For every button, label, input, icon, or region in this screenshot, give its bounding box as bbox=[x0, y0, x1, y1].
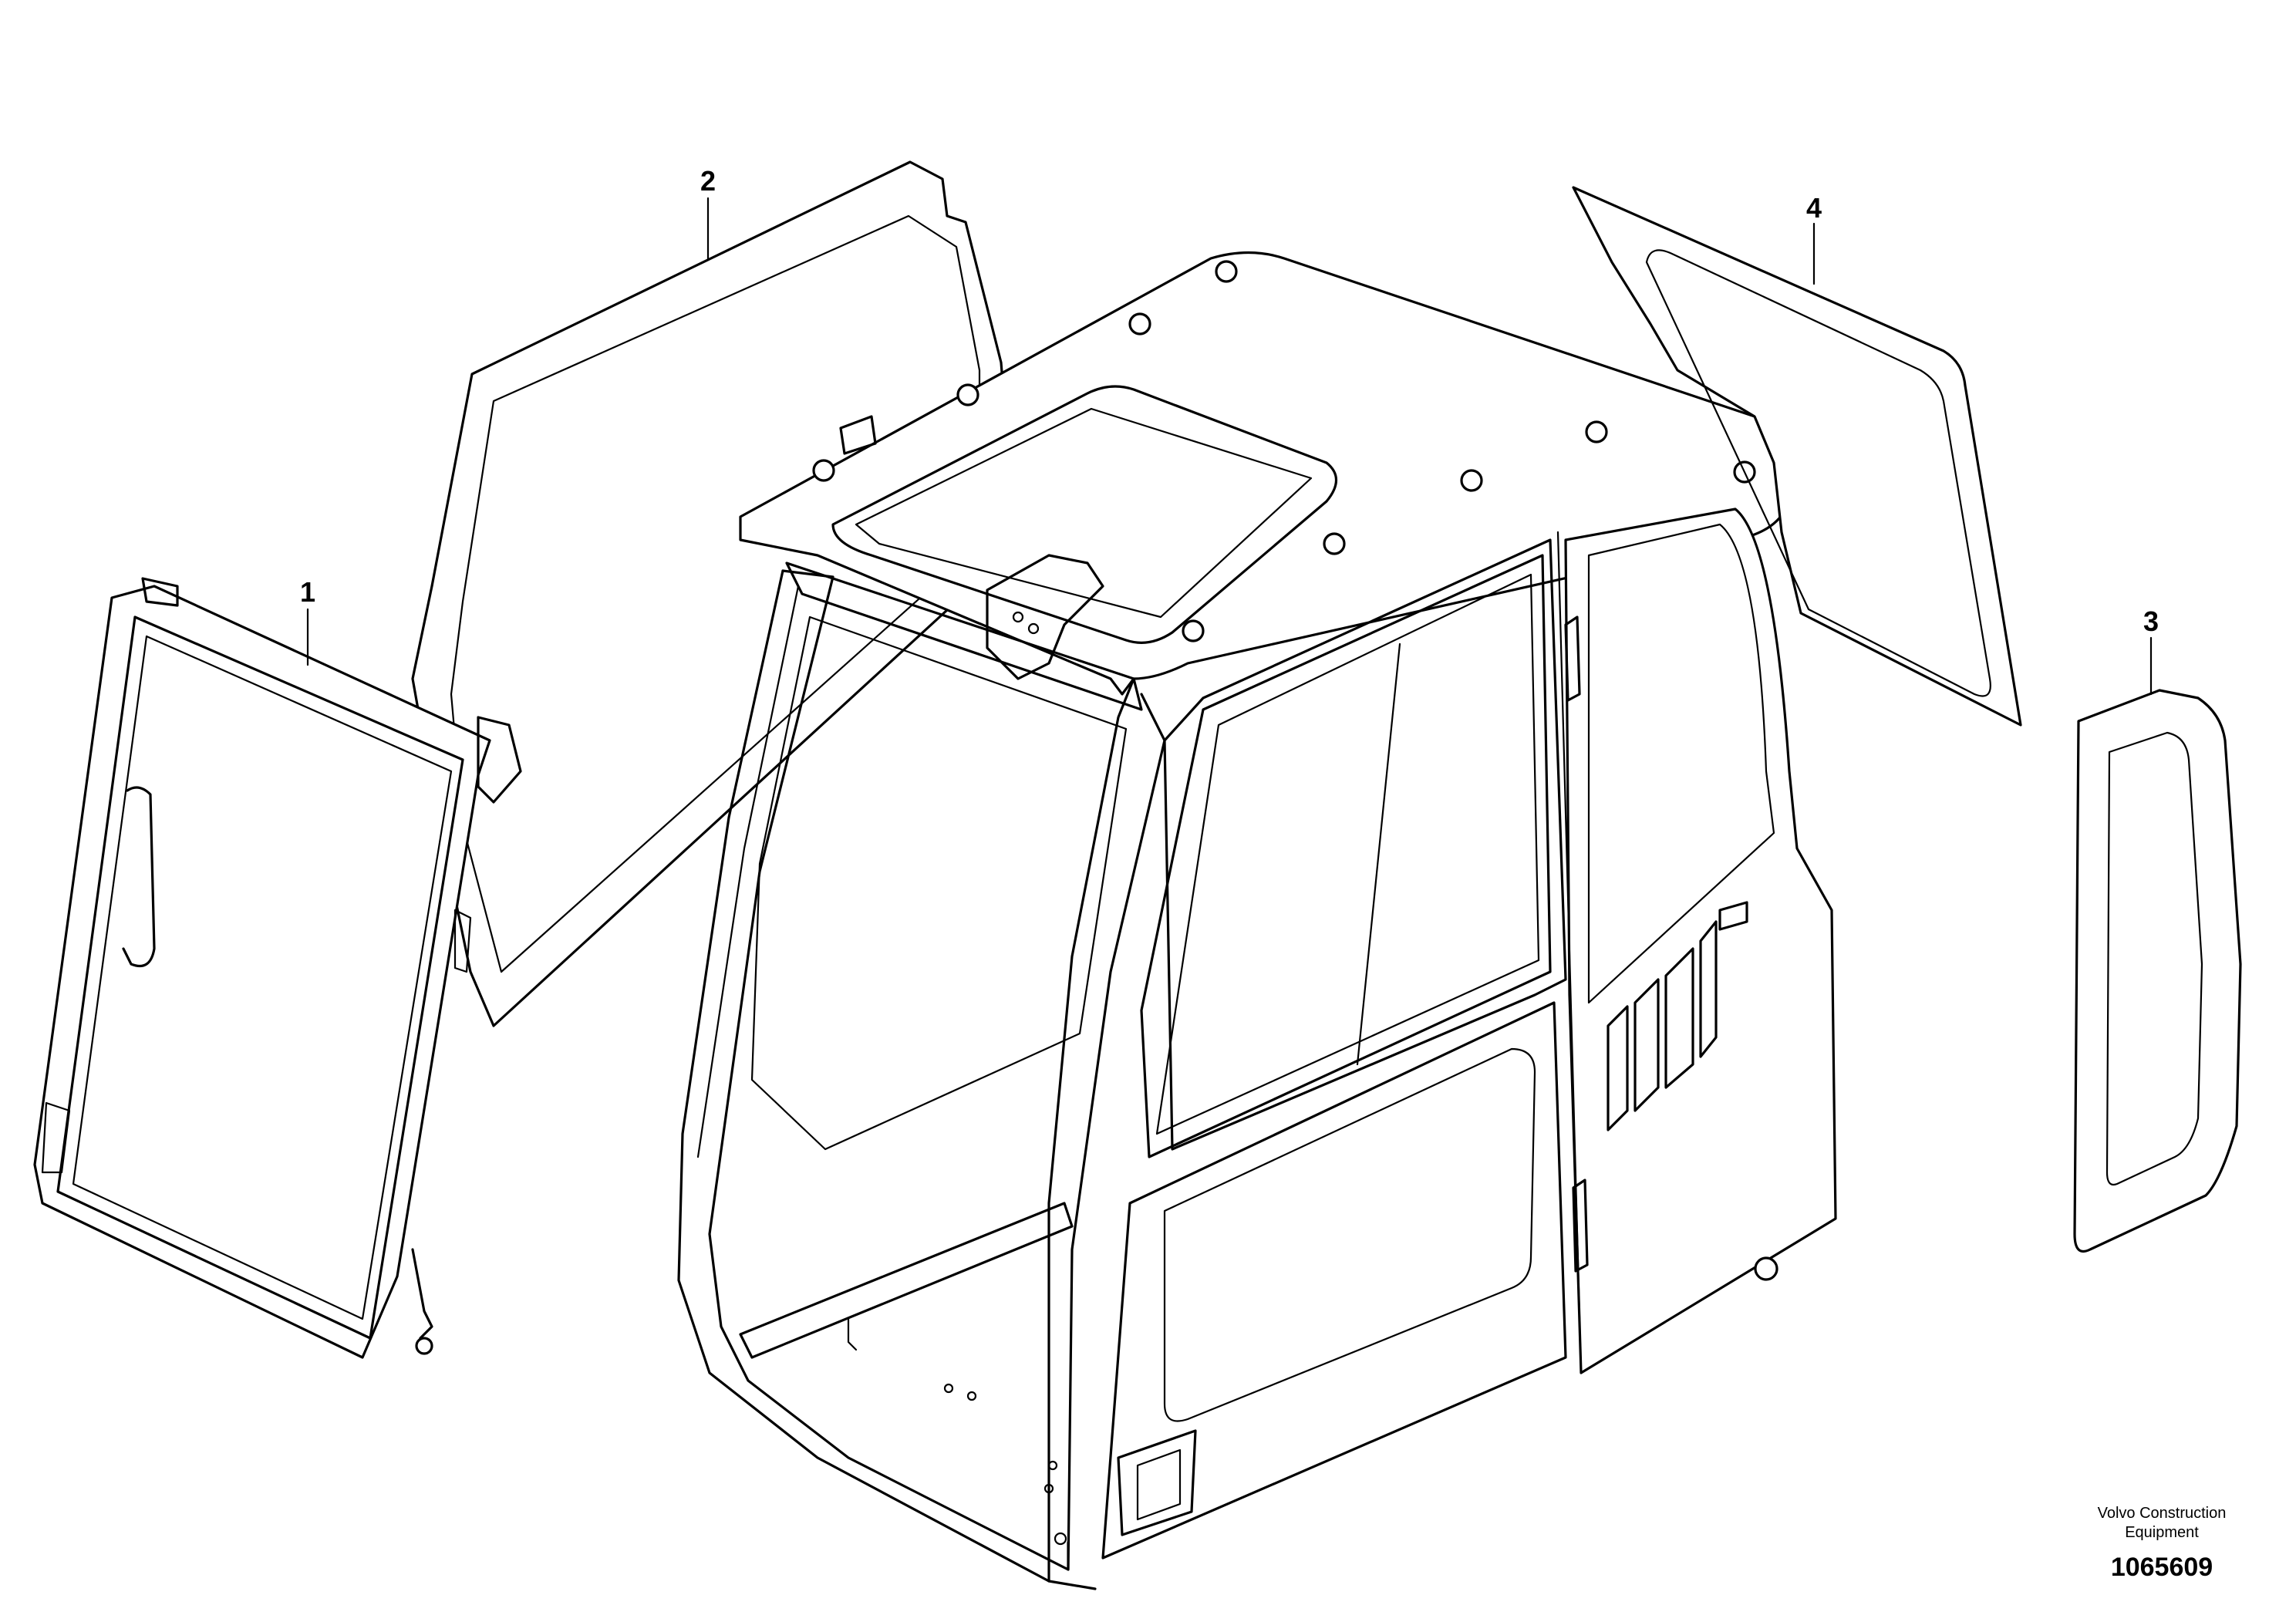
side-vents bbox=[1607, 920, 1718, 1131]
callout-3: 3 bbox=[2143, 605, 2159, 637]
caption-company-line1: Volvo Construction bbox=[2098, 1505, 2227, 1522]
leader-lines bbox=[306, 197, 2153, 696]
part-4-side-glass bbox=[1572, 186, 2022, 727]
caption-company-line2: Equipment bbox=[2125, 1524, 2199, 1541]
part-3-quarter-glass bbox=[2073, 689, 2242, 1253]
callout-4: 4 bbox=[1806, 192, 1822, 224]
document-number: 1065609 bbox=[2111, 1553, 2213, 1582]
callout-2: 2 bbox=[700, 165, 716, 197]
part-1-front-window-frame bbox=[33, 577, 522, 1359]
callout-1: 1 bbox=[300, 576, 315, 608]
roof-bolts bbox=[812, 260, 1756, 642]
